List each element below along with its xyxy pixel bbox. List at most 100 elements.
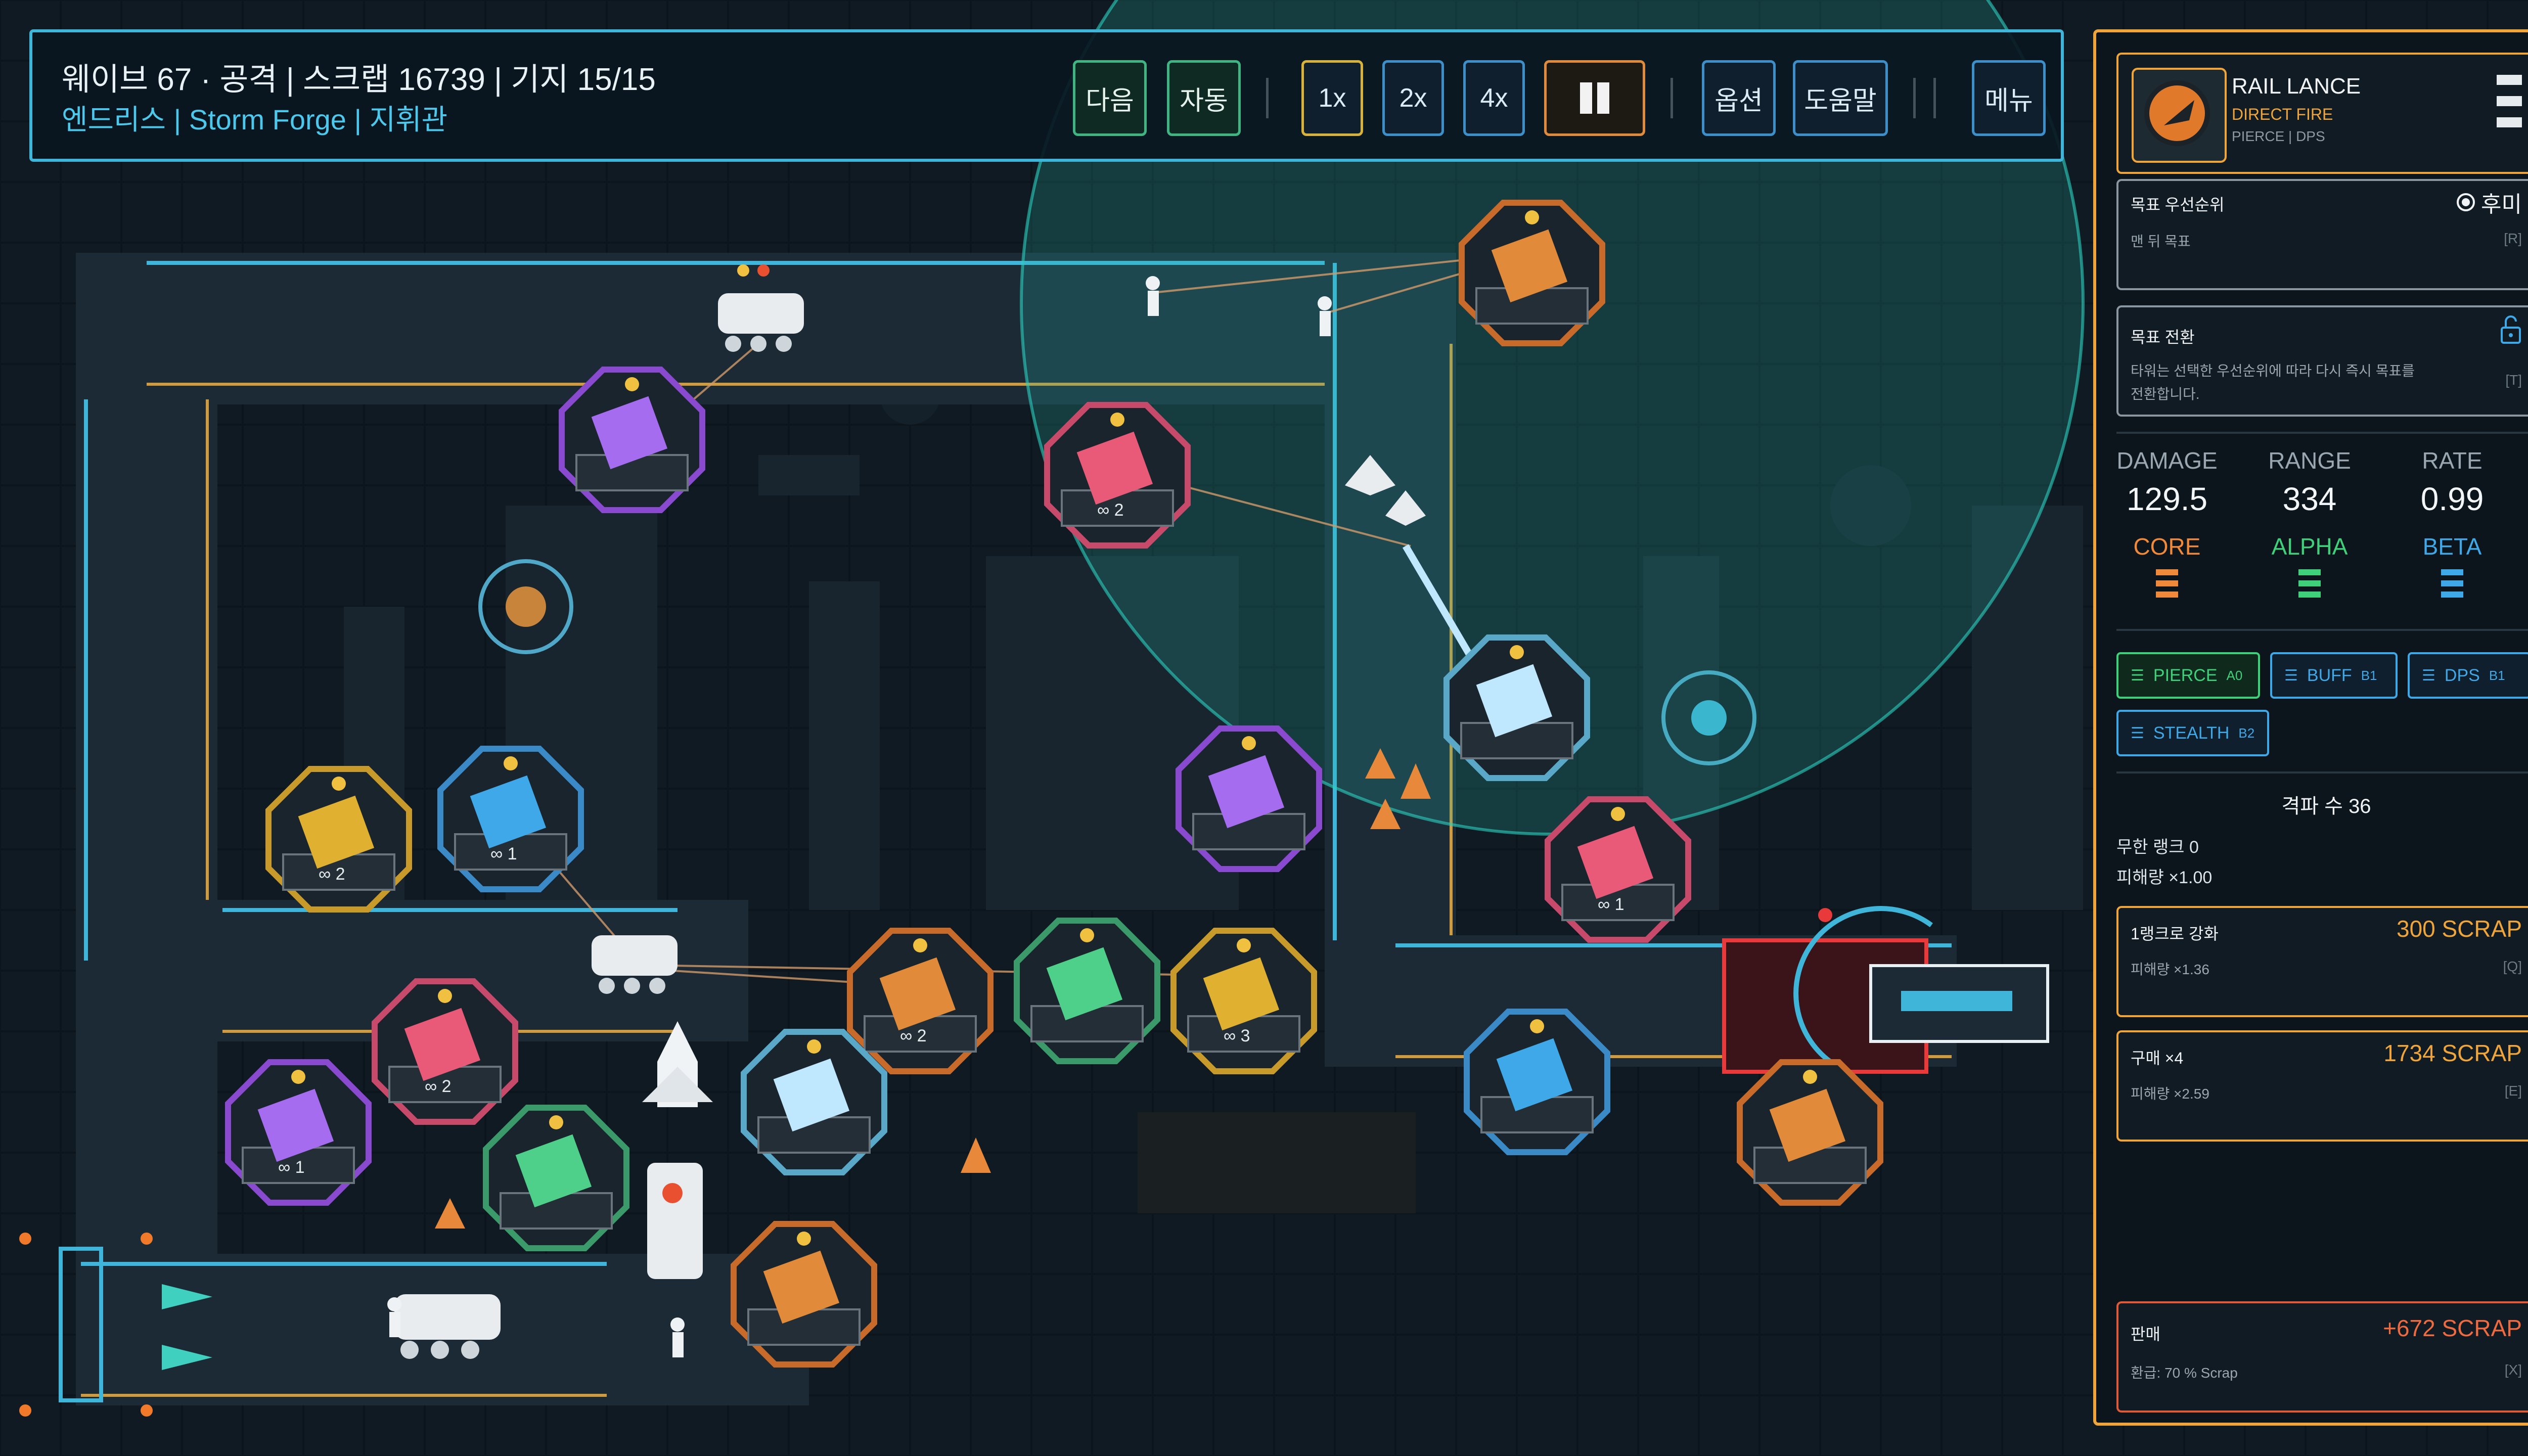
stat-damage-label: DAMAGE <box>2116 447 2218 474</box>
sell-button[interactable]: 판매 +672 SCRAP 환급: 70 % Scrap [X] <box>2116 1301 2528 1413</box>
infinite-rank: 무한 랭크 0 <box>2116 838 2199 857</box>
rail-lance-icon <box>2144 80 2210 146</box>
buy-x4-button[interactable]: 구매 ×4 1734 SCRAP 피해량 ×2.59 [E] <box>2116 1030 2528 1142</box>
tower[interactable] <box>741 1029 887 1175</box>
sell-refund-note: 환급: 70 % Scrap <box>2131 1365 2238 1381</box>
enemy-mech <box>642 1021 713 1107</box>
mode-info: 엔드리스 | Storm Forge | 지휘관 <box>62 104 448 135</box>
alpha-level-icon <box>2298 569 2321 598</box>
build-pad[interactable] <box>478 559 573 654</box>
upgrade-multiplier: 피해량 ×1.36 <box>2131 962 2209 977</box>
tower[interactable]: ∞ 1 <box>1545 796 1691 943</box>
retarget-desc-2: 전환합니다. <box>2131 386 2200 402</box>
auto-button[interactable]: 자동 <box>1167 60 1241 136</box>
chip-icon: ☰ <box>2131 667 2144 684</box>
enemy-drone <box>1345 455 1426 526</box>
tower[interactable]: ∞ 1 <box>437 746 584 892</box>
tower[interactable]: ∞ 2 <box>1044 402 1191 549</box>
chip-pierce-rank: A0 <box>2226 667 2243 683</box>
tower[interactable] <box>1014 918 1160 1064</box>
module-beta[interactable]: BETA <box>2422 533 2482 560</box>
buy-multiplier: 피해량 ×2.59 <box>2131 1086 2209 1102</box>
upgrade-button[interactable]: 1랭크로 강화 300 SCRAP 피해량 ×1.36 [Q] <box>2116 906 2528 1017</box>
enemy-tank <box>394 1294 501 1359</box>
tower-indicator-light <box>1525 210 1539 224</box>
tower-projectiles <box>435 748 1431 1228</box>
tower-indicator-light <box>1611 807 1625 821</box>
divider <box>2116 771 2528 774</box>
divider <box>1266 78 1269 118</box>
chip-buff-rank: B1 <box>2361 667 2377 683</box>
module-core[interactable]: CORE <box>2133 533 2201 560</box>
tower-indicator-light <box>504 756 518 770</box>
buy-key: [E] <box>2504 1083 2522 1099</box>
tower[interactable]: ∞ 2 <box>372 978 518 1125</box>
tower-indicator-light <box>332 777 346 791</box>
target-priority-card[interactable]: 목표 우선순위 후미 맨 뒤 목표 [R] <box>2116 179 2528 290</box>
enemy-tank <box>592 935 678 994</box>
target-priority-selector[interactable]: 후미 <box>2456 186 2522 218</box>
tower[interactable]: ∞ 1 <box>225 1059 372 1206</box>
beta-level-icon <box>2441 569 2463 598</box>
tower[interactable] <box>1737 1059 1883 1206</box>
sell-value: +672 SCRAP <box>2383 1315 2522 1341</box>
speed-4x-button[interactable]: 4x <box>1463 60 1525 136</box>
tower[interactable] <box>1443 634 1590 781</box>
tower-header-card: RAIL LANCE DIRECT FIRE PIERCE | DPS <box>2116 53 2528 174</box>
divider <box>1933 78 1936 118</box>
speed-2x-button[interactable]: 2x <box>1382 60 1444 136</box>
enemy-tank <box>718 264 804 352</box>
tower-rank-badge: ∞ 2 <box>319 864 345 884</box>
target-priority-value: 후미 <box>2481 192 2522 217</box>
tower-turret <box>1203 957 1280 1031</box>
module-alpha[interactable]: ALPHA <box>2271 533 2348 560</box>
chip-pierce[interactable]: ☰ PIERCE A0 <box>2116 652 2260 699</box>
next-wave-button[interactable]: 다음 <box>1073 60 1147 136</box>
tower[interactable]: ∞ 3 <box>1170 928 1317 1074</box>
speed-1x-button[interactable]: 1x <box>1301 60 1363 136</box>
upgrade-label: 1랭크로 강화 <box>2131 925 2219 943</box>
options-button[interactable]: 옵션 <box>1702 60 1776 136</box>
tower-indicator-light <box>797 1232 811 1246</box>
buy-cost: 1734 SCRAP <box>2383 1040 2522 1066</box>
tower-turret <box>1046 947 1123 1021</box>
tower-turret <box>257 1088 334 1162</box>
tower[interactable] <box>731 1221 877 1368</box>
chip-dps-rank: B1 <box>2489 667 2505 683</box>
upgrade-key: [Q] <box>2503 959 2522 974</box>
chip-buff[interactable]: ☰ BUFF B1 <box>2270 652 2398 699</box>
chip-dps[interactable]: ☰ DPS B1 <box>2408 652 2528 699</box>
tower-rank-badge: ∞ 2 <box>1097 500 1124 520</box>
chip-stealth[interactable]: ☰ STEALTH B2 <box>2116 710 2269 756</box>
build-pad[interactable] <box>1661 670 1756 765</box>
enemy-infantry <box>387 276 1332 1357</box>
menu-button[interactable]: 메뉴 <box>1972 60 2046 136</box>
pause-button[interactable] <box>1544 60 1645 136</box>
tower-type: DIRECT FIRE <box>2232 105 2333 123</box>
tower[interactable] <box>1459 200 1605 346</box>
tower-indicator-light <box>1110 413 1124 427</box>
tower-tags: PIERCE | DPS <box>2232 128 2325 144</box>
tower-name: RAIL LANCE <box>2232 74 2361 99</box>
divider <box>1671 78 1673 118</box>
retarget-key: [T] <box>2505 372 2522 388</box>
enemy-mech <box>647 1163 703 1279</box>
retarget-card[interactable]: 목표 전환 타워는 선택한 우선순위에 따라 다시 즉시 목표를 전환합니다. … <box>2116 305 2528 417</box>
chip-icon: ☰ <box>2131 724 2144 742</box>
chip-stealth-label: STEALTH <box>2153 723 2230 743</box>
tower[interactable] <box>483 1105 629 1251</box>
tower[interactable]: ∞ 2 <box>847 928 994 1074</box>
tower[interactable] <box>1464 1009 1610 1155</box>
tower[interactable] <box>1176 725 1322 872</box>
tower[interactable]: ∞ 2 <box>265 766 412 913</box>
target-priority-desc: 맨 뒤 목표 <box>2131 234 2191 249</box>
tower-indicator-light <box>913 938 927 952</box>
unlock-icon[interactable] <box>2500 314 2522 345</box>
chip-dps-label: DPS <box>2444 665 2480 685</box>
divider <box>2116 432 2528 434</box>
help-button[interactable]: 도움말 <box>1793 60 1888 136</box>
sell-label: 판매 <box>2131 1325 2160 1343</box>
tower[interactable] <box>559 367 705 513</box>
tower-rank-badge: ∞ 1 <box>490 844 517 863</box>
tower-turret <box>763 1250 840 1324</box>
